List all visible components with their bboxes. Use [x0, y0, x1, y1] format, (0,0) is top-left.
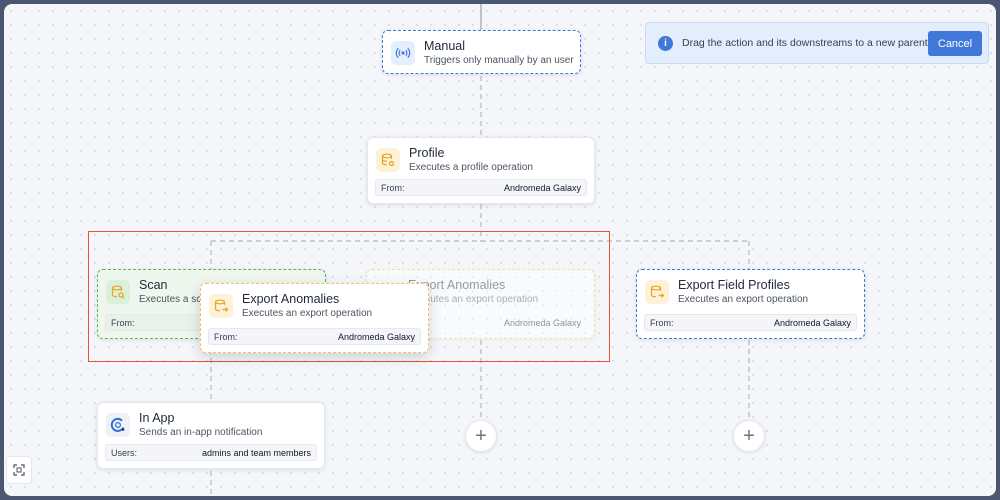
- from-label: From:: [650, 318, 674, 328]
- node-export-field-profiles[interactable]: Export Field Profiles Executes an export…: [636, 269, 865, 339]
- fit-view-button[interactable]: [6, 456, 32, 484]
- add-action-button[interactable]: +: [465, 420, 497, 452]
- node-subtitle: Sends an in-app notification: [139, 427, 263, 438]
- node-subtitle: Executes an export operation: [408, 294, 539, 305]
- from-row: From: Andromeda Galaxy: [375, 179, 587, 196]
- from-value: Andromeda Galaxy: [503, 318, 581, 328]
- users-label: Users:: [111, 448, 138, 458]
- from-value: Andromeda Galaxy: [773, 318, 851, 328]
- from-value: Andromeda Galaxy: [503, 183, 581, 193]
- from-row: From: Andromeda Galaxy: [208, 328, 421, 345]
- notification-icon: [106, 413, 130, 437]
- from-row: From: Andromeda Galaxy: [644, 314, 857, 331]
- database-search-icon: [106, 280, 130, 304]
- database-export-icon: [209, 294, 233, 318]
- plus-icon: +: [743, 425, 755, 447]
- from-label: From:: [111, 318, 135, 328]
- banner-message: Drag the action and its downstreams to a…: [682, 37, 928, 49]
- database-gear-icon: [376, 148, 400, 172]
- selection-box: [88, 231, 610, 362]
- node-title: Export Anomalies: [242, 292, 340, 306]
- node-in-app[interactable]: In App Sends an in-app notification User…: [97, 402, 325, 469]
- node-title: In App: [139, 411, 175, 425]
- info-icon: i: [658, 36, 673, 51]
- node-subtitle: Triggers only manually by an user: [424, 55, 574, 66]
- node-title: Manual: [424, 39, 465, 53]
- add-action-button[interactable]: +: [733, 420, 765, 452]
- node-title: Profile: [409, 146, 445, 160]
- node-title: Export Field Profiles: [678, 278, 790, 292]
- node-subtitle: Executes a profile operation: [409, 162, 533, 173]
- node-subtitle: Executes an export operation: [242, 308, 373, 319]
- drag-info-banner: i Drag the action and its downstreams to…: [645, 22, 989, 64]
- node-title: Scan: [139, 278, 168, 292]
- broadcast-icon: [391, 41, 415, 65]
- node-subtitle: Executes a sc: [139, 294, 202, 305]
- database-export-icon: [645, 280, 669, 304]
- node-export-anomalies-dragging[interactable]: Export Anomalies Executes an export oper…: [200, 283, 429, 353]
- users-value: admins and team members: [201, 448, 311, 458]
- fit-view-icon: [13, 464, 25, 476]
- users-row: Users: admins and team members: [105, 444, 317, 461]
- node-title: Export Anomalies: [408, 278, 506, 292]
- from-label: From:: [214, 332, 238, 342]
- from-label: From:: [381, 183, 405, 193]
- plus-icon: +: [475, 425, 487, 447]
- node-profile[interactable]: Profile Executes a profile operation Fro…: [367, 137, 595, 204]
- from-value: Andromeda Galaxy: [337, 332, 415, 342]
- node-manual[interactable]: Manual Triggers only manually by an user: [382, 30, 581, 74]
- workflow-canvas[interactable]: i Drag the action and its downstreams to…: [4, 4, 996, 496]
- node-subtitle: Executes an export operation: [678, 294, 809, 305]
- cancel-button[interactable]: Cancel: [928, 31, 982, 56]
